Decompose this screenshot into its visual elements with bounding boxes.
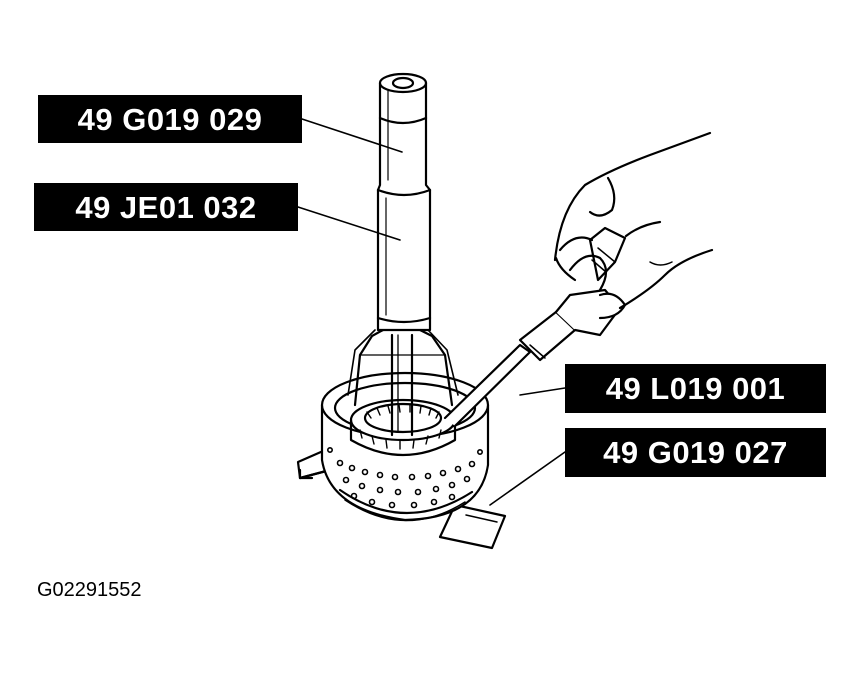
leader-lines	[297, 118, 566, 506]
compressor-legs	[347, 328, 459, 437]
figure-code: G02291552	[37, 579, 142, 601]
callout-49-g019-027: 49 G019 027	[565, 428, 826, 477]
drum-housing	[320, 371, 490, 522]
base-plate	[296, 446, 507, 550]
tool-shaft	[376, 72, 432, 332]
callout-49-g019-029: 49 G019 029	[38, 95, 302, 143]
callout-49-je01-032: 49 JE01 032	[34, 183, 298, 231]
hand-with-screwdriver	[443, 131, 714, 428]
callout-49-l019-001: 49 L019 001	[565, 364, 826, 413]
spring-retainer	[349, 398, 457, 456]
